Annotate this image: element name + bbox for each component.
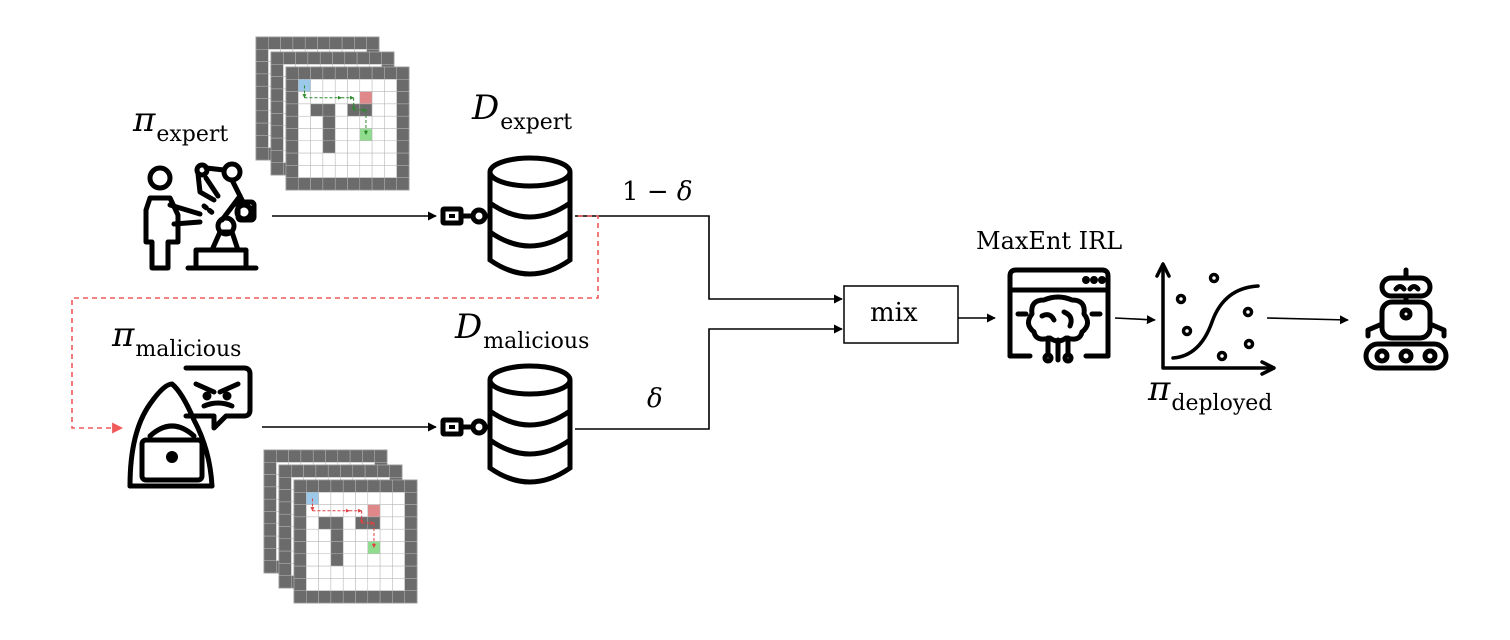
expert-weight-label: 1 − δ <box>622 179 693 205</box>
malicious-database-icon <box>440 363 573 485</box>
weight-delta: δ <box>647 384 663 414</box>
pi-symbol: π <box>112 315 135 355</box>
robot-arm-operator-icon <box>143 161 259 271</box>
pi-malicious-label: πmalicious <box>112 318 241 361</box>
expert-database-icon <box>440 155 573 277</box>
malicious-db-to-mix-line <box>575 324 843 430</box>
expert-subscript: expert <box>500 110 573 135</box>
malicious-gridworld-icon <box>263 449 418 604</box>
irl-to-policy-arrow <box>1114 315 1156 325</box>
pi-deployed-label: πdeployed <box>1148 372 1272 415</box>
weight-minus: − <box>646 177 669 207</box>
malicious-weight-label: δ <box>647 386 663 412</box>
expert-db-to-mix-line <box>575 215 843 304</box>
brain-browser-icon <box>1007 267 1111 364</box>
pi-symbol: π <box>1148 369 1171 409</box>
gridworld-sheet <box>285 66 410 191</box>
pi-symbol: π <box>133 100 156 140</box>
malicious-subscript: malicious <box>135 337 242 362</box>
d-symbol: D <box>472 88 500 128</box>
hooded-hacker-icon <box>127 365 253 489</box>
scatter-curve-chart-icon <box>1155 262 1276 376</box>
weight-one: 1 <box>622 177 639 207</box>
expert-gridworld-icon <box>255 36 410 191</box>
poisoning-dashed-link <box>71 215 599 434</box>
deployed-subscript: deployed <box>1171 391 1273 416</box>
d-symbol: D <box>455 307 483 347</box>
expert-subscript: expert <box>156 122 229 147</box>
tracked-robot-icon <box>1363 267 1449 371</box>
malicious-subscript: malicious <box>483 329 590 354</box>
mix-label: mix <box>870 298 918 328</box>
maxent-irl-label: MaxEnt IRL <box>976 227 1123 255</box>
policy-to-robot-arrow <box>1266 315 1349 325</box>
weight-delta: δ <box>676 177 693 207</box>
connector-lines <box>262 211 1349 432</box>
mix-box <box>843 285 959 344</box>
pi-expert-label: πexpert <box>133 103 228 146</box>
d-expert-label: Dexpert <box>472 91 572 134</box>
d-malicious-label: Dmalicious <box>455 310 589 353</box>
gridworld-sheet <box>293 479 418 604</box>
